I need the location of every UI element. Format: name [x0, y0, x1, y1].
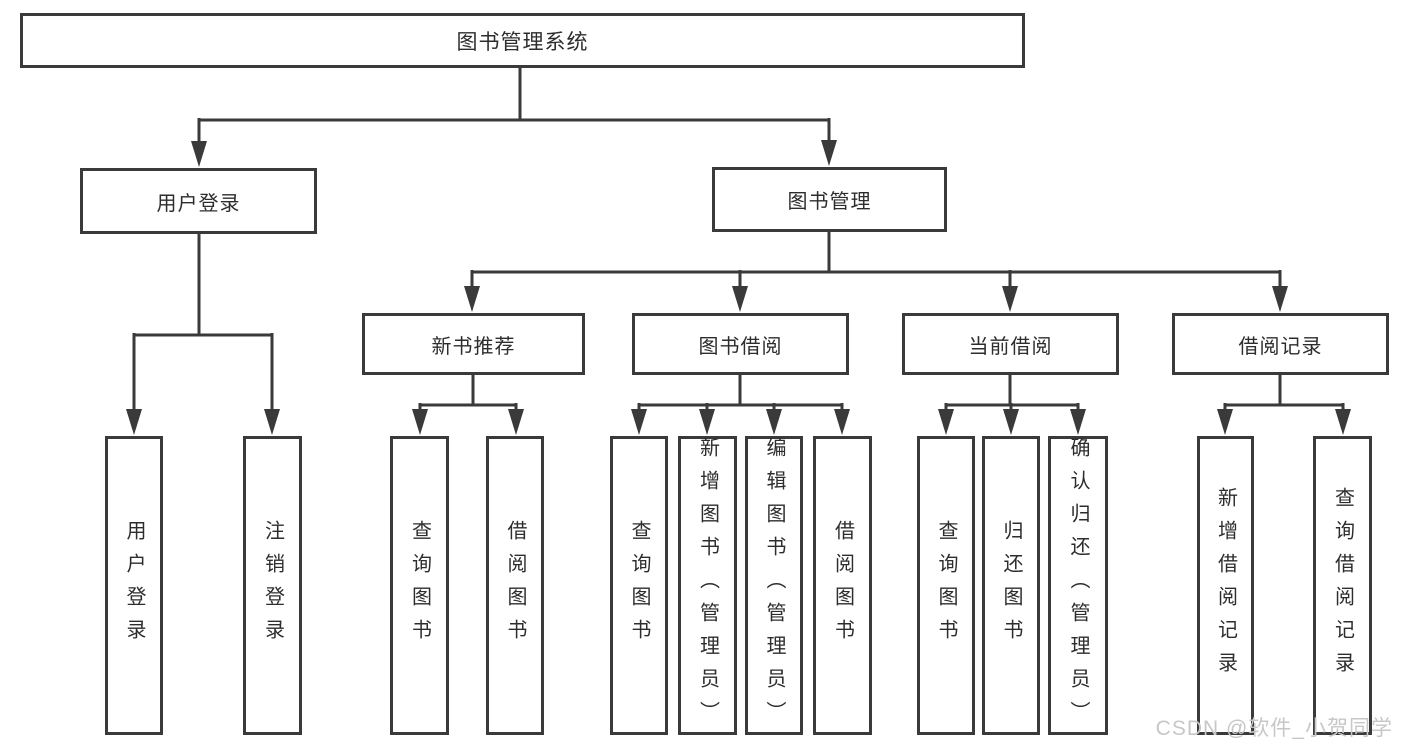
node-user-login: 用户登录	[80, 168, 317, 234]
node-user-login-label: 用户登录	[156, 192, 241, 215]
connector-borrow-to-leaves	[631, 375, 850, 435]
leaf-borrow-add-book-label: 新增图书（管理员）	[696, 437, 719, 734]
node-new-book-recommend-label: 新书推荐	[431, 335, 516, 358]
node-book-borrow: 图书借阅	[632, 313, 849, 375]
node-book-borrow-label: 图书借阅	[698, 335, 783, 358]
leaf-current-query-book-label: 查询图书	[935, 519, 957, 652]
leaf-records-add-record-label: 新增借阅记录	[1214, 486, 1237, 685]
leaf-current-confirm-return-label: 确认归还（管理员）	[1067, 437, 1089, 734]
connector-bookmgmt-to-level3	[464, 232, 1288, 312]
leaf-current-query-book: 查询图书	[917, 436, 975, 735]
node-root-system: 图书管理系统	[20, 13, 1025, 68]
node-book-management: 图书管理	[712, 167, 947, 232]
leaf-logout: 注销登录	[243, 436, 302, 735]
leaf-recommend-query-book-label: 查询图书	[408, 519, 431, 652]
node-current-borrow: 当前借阅	[902, 313, 1119, 375]
node-current-borrow-label: 当前借阅	[968, 335, 1053, 358]
leaf-recommend-query-book: 查询图书	[390, 436, 449, 735]
leaf-user-login: 用户登录	[105, 436, 163, 735]
node-book-management-label: 图书管理	[787, 191, 872, 213]
leaf-borrow-borrow-book-label: 借阅图书	[831, 519, 854, 652]
leaf-borrow-edit-book-label: 编辑图书（管理员）	[763, 437, 785, 734]
leaf-current-confirm-return: 确认归还（管理员）	[1048, 436, 1108, 735]
leaf-recommend-borrow-book: 借阅图书	[486, 436, 544, 735]
leaf-user-login-label: 用户登录	[123, 519, 145, 652]
node-new-book-recommend: 新书推荐	[362, 313, 585, 375]
leaf-records-query-record: 查询借阅记录	[1313, 436, 1372, 735]
leaf-borrow-edit-book: 编辑图书（管理员）	[745, 436, 803, 735]
leaf-borrow-query-book: 查询图书	[610, 436, 668, 735]
leaf-borrow-query-book-label: 查询图书	[628, 519, 650, 652]
connector-userlogin-to-leaves	[126, 234, 280, 435]
leaf-recommend-borrow-book-label: 借阅图书	[504, 519, 526, 652]
leaf-current-return-book-label: 归还图书	[1000, 519, 1022, 652]
connector-root-to-level2	[191, 68, 837, 167]
leaf-current-return-book: 归还图书	[982, 436, 1040, 735]
node-borrow-records-label: 借阅记录	[1238, 335, 1323, 358]
leaf-logout-label: 注销登录	[261, 519, 284, 652]
node-root-system-label: 图书管理系统	[456, 30, 589, 54]
connector-records-to-leaves	[1217, 375, 1351, 435]
leaf-borrow-add-book: 新增图书（管理员）	[678, 436, 737, 735]
node-borrow-records: 借阅记录	[1172, 313, 1389, 375]
leaf-records-query-record-label: 查询借阅记录	[1331, 486, 1354, 685]
connector-recommend-to-leaves	[412, 375, 524, 435]
csdn-watermark: CSDN @软件_小贺同学	[1155, 717, 1393, 740]
leaf-records-add-record: 新增借阅记录	[1197, 436, 1254, 735]
connector-current-to-leaves	[938, 375, 1086, 435]
leaf-borrow-borrow-book: 借阅图书	[813, 436, 872, 735]
